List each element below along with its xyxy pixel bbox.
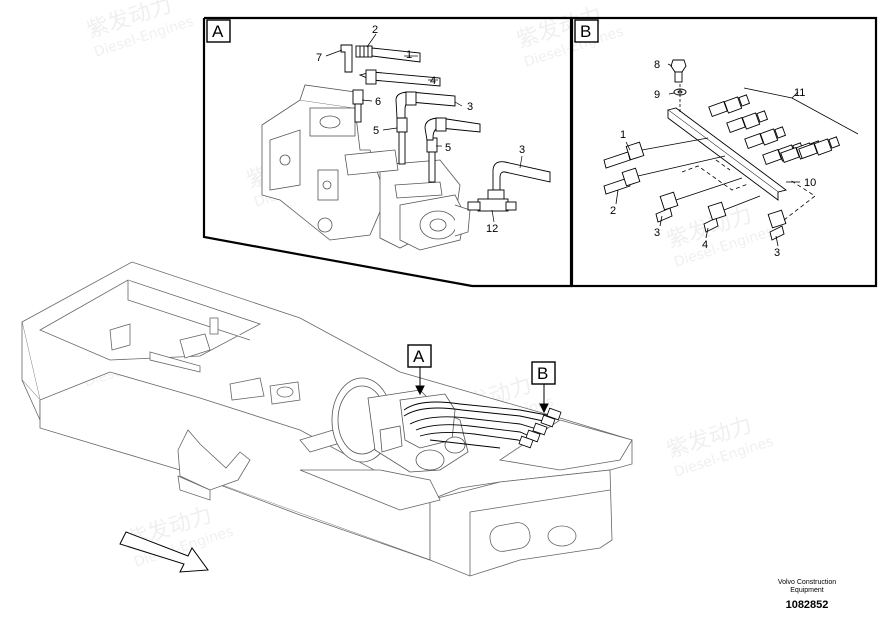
detail-b-callouts: 8 9 11 1 2 3 4 3 10: [610, 59, 816, 259]
callout-a-7: 7: [316, 52, 322, 64]
marker-a-group: [407, 344, 432, 396]
callout-b-10: 10: [804, 177, 816, 189]
callout-b-11: 11: [794, 87, 805, 99]
callout-a-1: 1: [406, 49, 412, 61]
marker-b-group: [531, 361, 556, 414]
callout-a-3: 3: [467, 101, 473, 113]
callout-b-2: 2: [610, 205, 616, 217]
detail-a-hoses: [340, 44, 551, 212]
callout-b-3b: 3: [774, 247, 780, 259]
machine-frame: [21, 261, 633, 577]
callout-a-4: 4: [430, 75, 436, 87]
detail-b-letter: B: [580, 22, 591, 41]
callout-b-9: 9: [654, 89, 660, 101]
callout-b-3: 3: [654, 227, 660, 239]
callout-a-3b: 3: [519, 144, 525, 156]
callout-a-5b: 5: [445, 142, 451, 154]
marker-a-letter: A: [413, 347, 425, 366]
detail-a-letter: A: [212, 22, 224, 41]
detail-b-connections: [615, 63, 859, 247]
callout-b-1: 1: [620, 129, 626, 141]
callout-a-12: 12: [486, 223, 498, 235]
manufacturer-label: Volvo Construction Equipment: [777, 579, 837, 594]
callout-b-4: 4: [702, 239, 708, 251]
detail-a-frame: [202, 16, 573, 288]
direction-arrow-icon: [119, 531, 209, 573]
detail-b-frame: [570, 16, 878, 288]
detail-b-drawing: [603, 59, 841, 241]
main-pump-assembly: [331, 377, 469, 473]
detail-a-leaders: [325, 33, 523, 223]
drawing-footer: Volvo Construction Equipment 1082852: [762, 579, 852, 611]
detail-b-box: [574, 19, 599, 43]
detail-a-box: [206, 19, 231, 43]
callout-a-2: 2: [372, 24, 378, 36]
detail-a-callouts: 2 1 7 4 6 3 5 5 3 12: [316, 24, 525, 235]
main-hoses: [403, 401, 553, 449]
callout-b-8: 8: [654, 59, 660, 71]
main-fittings: [518, 407, 562, 449]
callout-a-5: 5: [373, 125, 379, 137]
pump-detail-drawing: [261, 84, 471, 251]
callout-a-6: 6: [375, 96, 381, 108]
drawing-number: 1082852: [785, 599, 829, 611]
marker-b-letter: B: [537, 364, 548, 383]
